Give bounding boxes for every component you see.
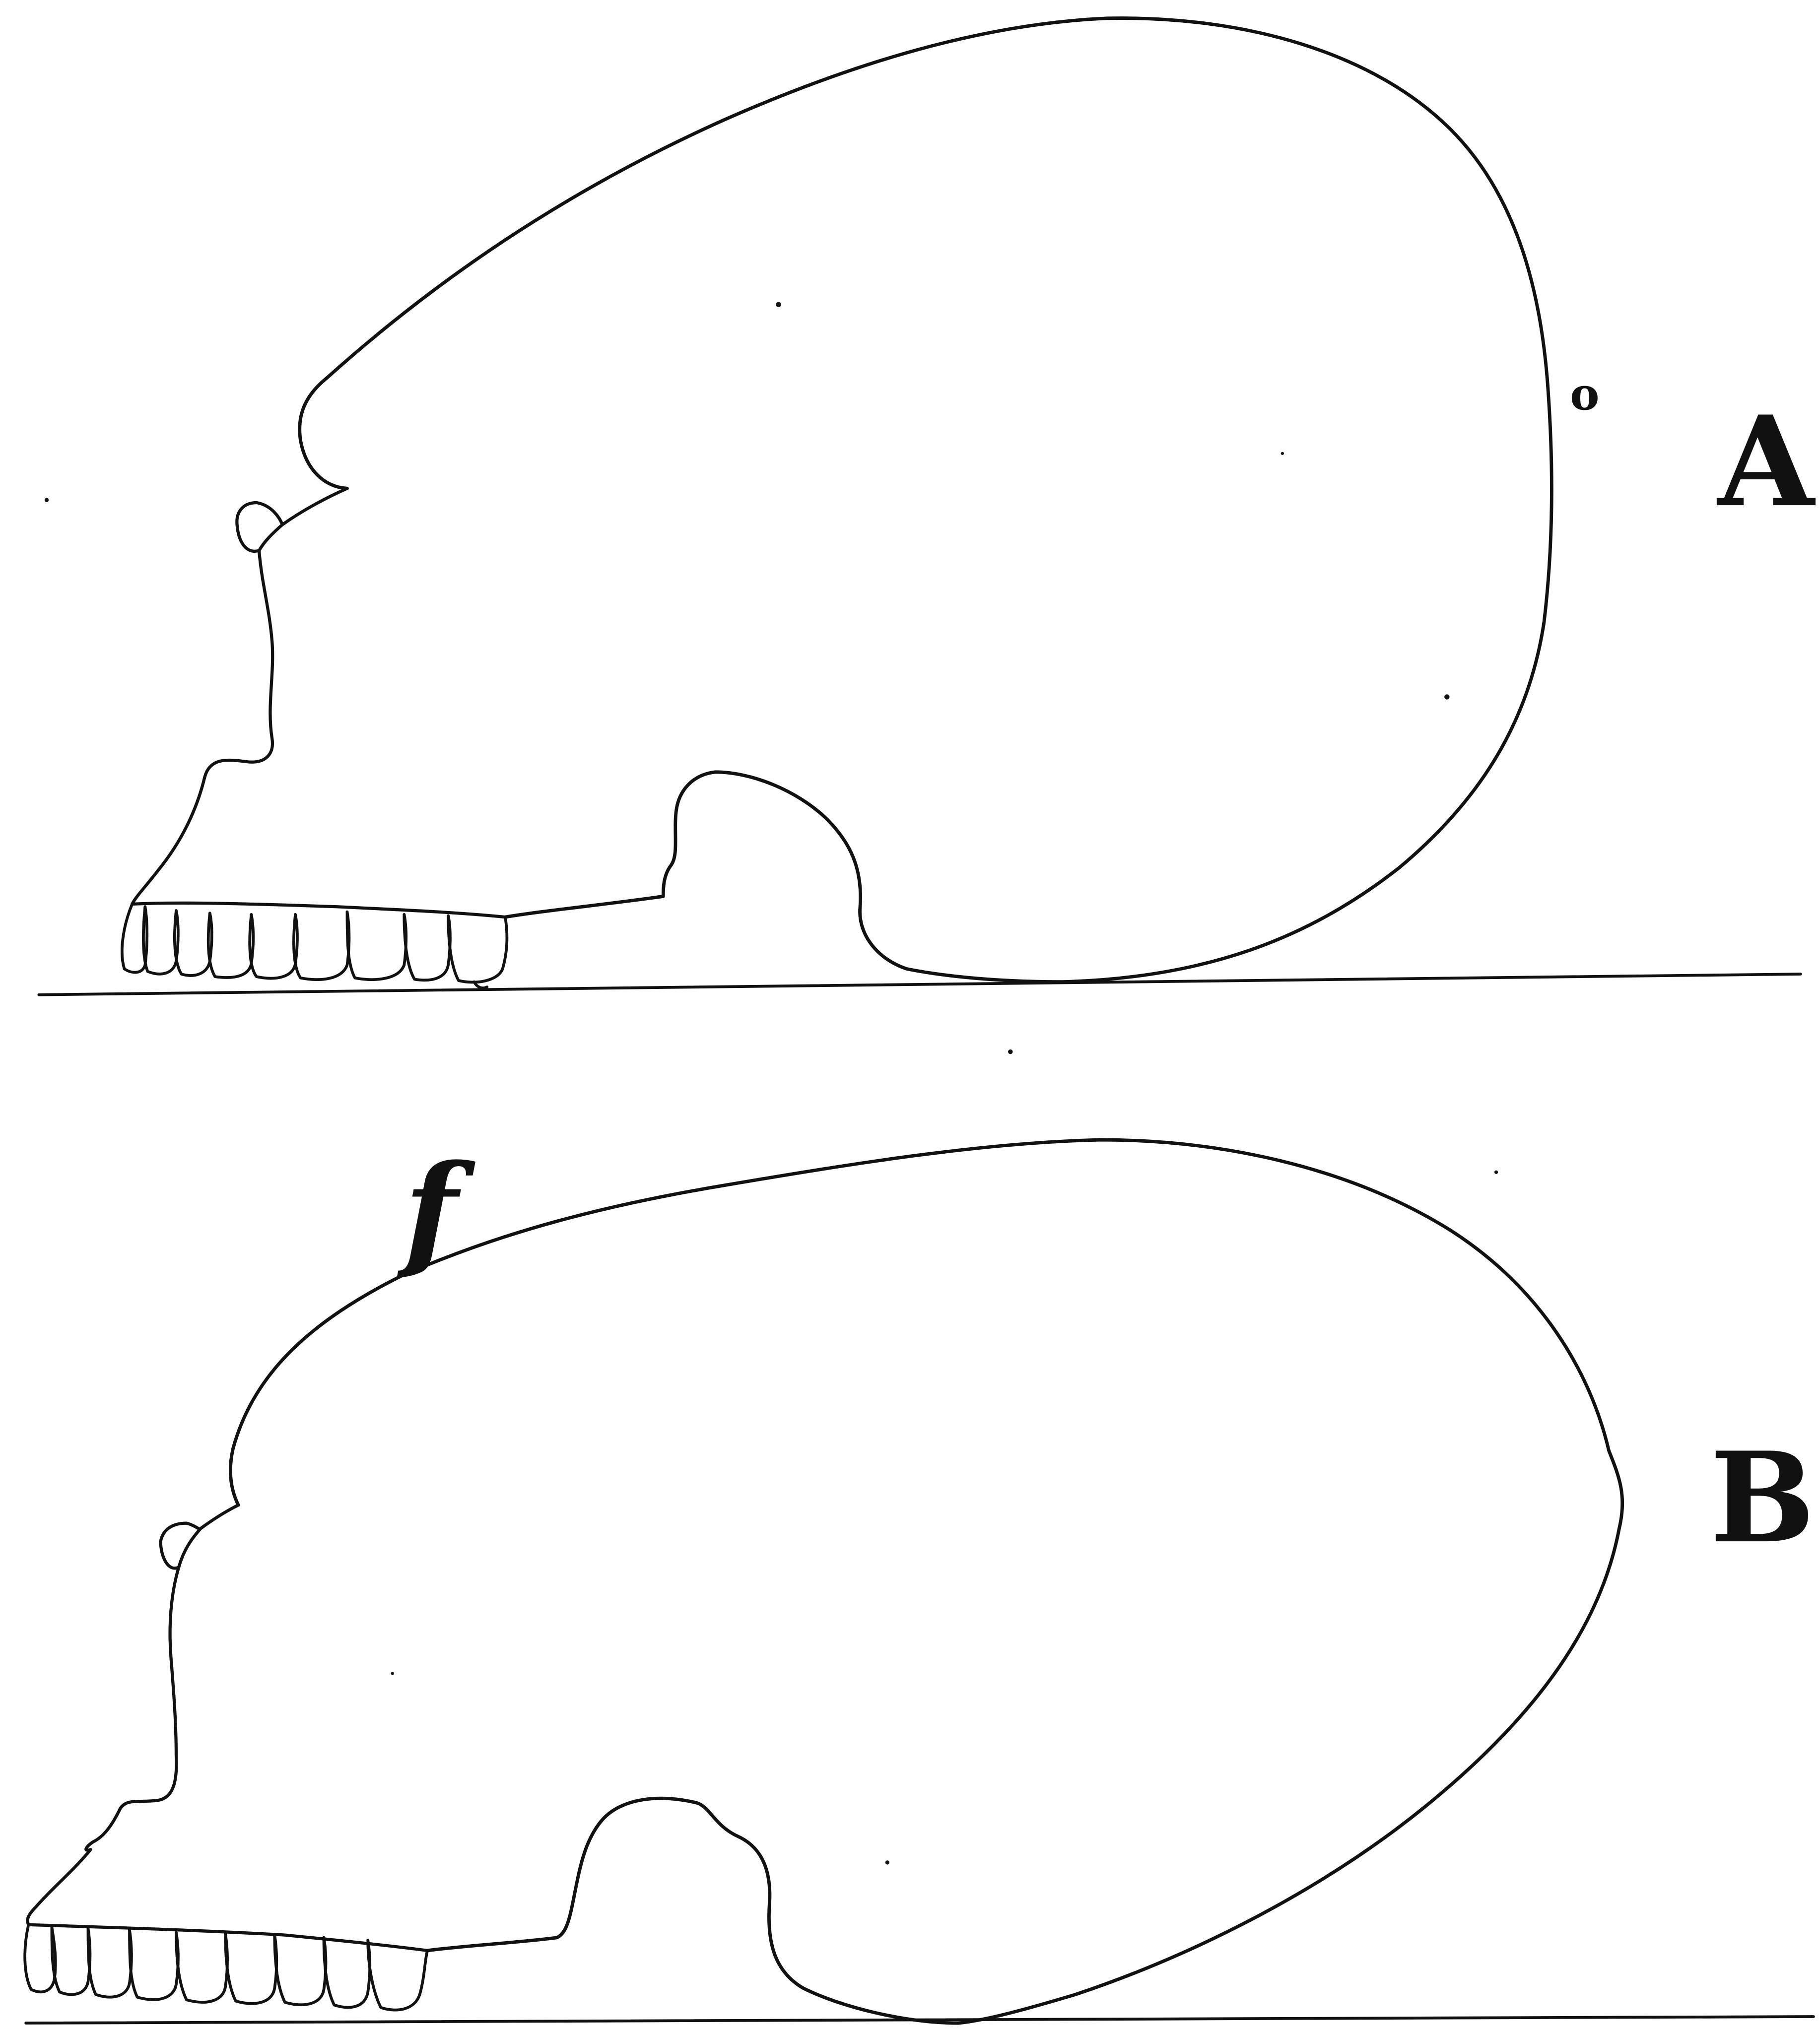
skull-b-mark: f <box>397 1138 475 1284</box>
skull-a-brow <box>237 488 347 551</box>
skull-a-specks <box>45 302 1450 699</box>
skull-a: o A <box>39 18 1816 995</box>
skull-b-label: B <box>1710 1425 1815 1571</box>
skull-b-face <box>27 1567 427 1951</box>
skull-b: f B <box>25 1049 1815 2023</box>
skull-b-specks <box>391 1049 1498 1865</box>
skull-a-label: A <box>1717 389 1816 535</box>
skull-a-outline <box>300 18 1552 982</box>
skull-b-teeth <box>25 1925 427 2010</box>
skull-a-mark: o <box>1570 368 1599 420</box>
skull-a-teeth <box>122 904 507 988</box>
skull-b-brow <box>161 1505 239 1568</box>
skull-a-face <box>132 551 505 917</box>
